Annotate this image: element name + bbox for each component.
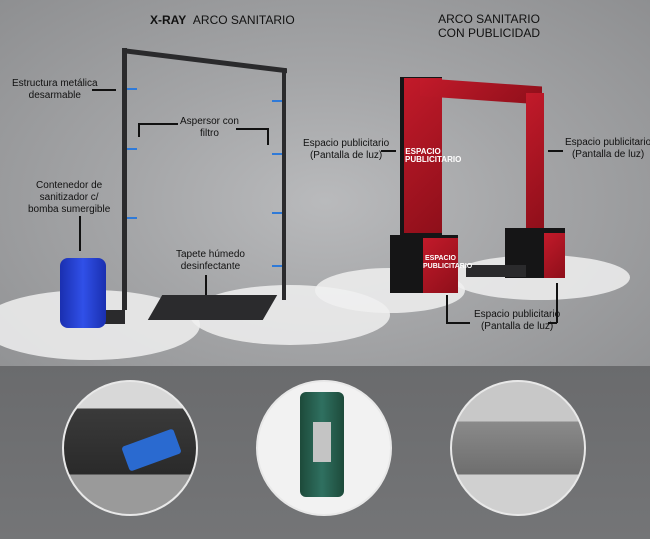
disinfectant-mat — [147, 295, 278, 320]
sprayer-nozzle — [127, 148, 137, 150]
sprayer-nozzle — [272, 212, 282, 214]
sprayer-nozzle — [272, 100, 282, 102]
callout-line — [236, 128, 268, 130]
callout-line — [267, 128, 269, 145]
product-render-area: X-RAY ARCO SANITARIO Estructura metálica… — [0, 0, 650, 366]
submersible-pump-photo — [256, 380, 392, 516]
callout-line — [381, 150, 396, 152]
label-ad-right: Espacio publicitario(Pantalla de luz) — [565, 137, 650, 160]
callout-line — [138, 123, 178, 125]
callout-line — [446, 295, 448, 323]
pump-steel-body — [313, 422, 331, 462]
label-ad-bottom: Espacio publicitario(Pantalla de luz) — [474, 309, 561, 332]
disinfectant-mat-photo — [450, 380, 586, 516]
callout-line — [548, 150, 563, 152]
sprayer-nozzle — [127, 88, 137, 90]
callout-line — [92, 89, 116, 91]
callout-line — [138, 123, 140, 137]
left-product-title: X-RAY ARCO SANITARIO — [150, 13, 295, 27]
sprayer-nozzle-icon — [121, 428, 182, 472]
sanitizer-container — [60, 258, 106, 328]
sprayer-photo — [62, 380, 198, 516]
callout-line — [446, 322, 470, 324]
sprayer-nozzle — [272, 265, 282, 267]
label-ad-left: Espacio publicitario(Pantalla de luz) — [303, 138, 390, 161]
sprayer-nozzle — [272, 153, 282, 155]
callout-line — [79, 216, 81, 251]
sprayer-nozzle — [127, 217, 137, 219]
callout-line — [548, 322, 557, 324]
callout-line — [205, 275, 207, 295]
callout-line — [556, 283, 558, 323]
